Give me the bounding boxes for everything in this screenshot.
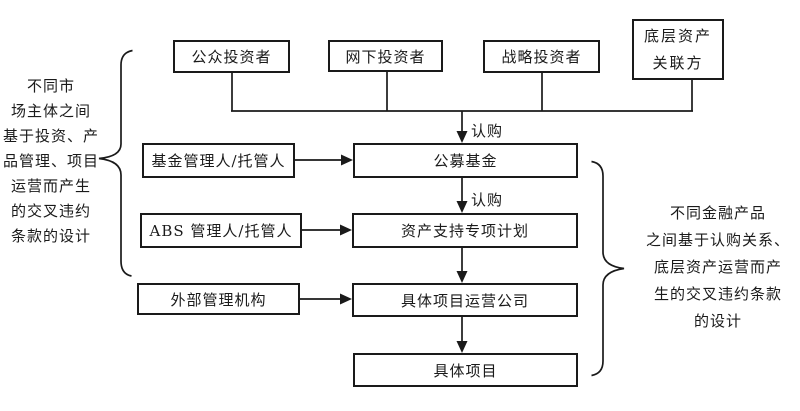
left-note-line: 品管理、项目 [2, 152, 99, 170]
node-external-manager-label: 外部管理机构 [170, 290, 267, 309]
left-brace [98, 49, 133, 277]
arrow-investors-to-fund [456, 111, 468, 143]
node-public-investors-label: 公众投资者 [191, 48, 272, 66]
arrow-fund-to-plan [456, 178, 468, 213]
node-abs-manager-label: ABS 管理人/托管人 [149, 222, 293, 240]
node-public-investors: 公众投资者 [173, 40, 290, 73]
arrow-plan-to-operator [456, 248, 468, 283]
node-external-manager: 外部管理机构 [137, 283, 300, 315]
investor-tree-connector [231, 72, 693, 112]
left-note-line: 基于投资、产 [2, 127, 99, 145]
node-underlying-asset-party-line1: 底层资产 [643, 27, 712, 46]
node-abs-manager: ABS 管理人/托管人 [140, 213, 302, 248]
node-fund-manager: 基金管理人/托管人 [142, 143, 295, 178]
right-brace [591, 160, 625, 377]
arrow-fundmanager-to-fund [295, 154, 353, 166]
left-note-line: 不同市 [26, 77, 75, 95]
node-offline-investors-label: 网下投资者 [345, 47, 426, 66]
node-abs-plan: 资产支持专项计划 [352, 213, 578, 248]
node-underlying-asset-party-line2: 关联方 [652, 53, 704, 72]
node-strategic-investors: 战略投资者 [483, 40, 600, 73]
left-note-line: 场主体之间 [10, 102, 91, 120]
node-strategic-investors-label: 战略投资者 [501, 48, 582, 66]
right-note: 不同金融产品 之间基于认购关系、 底层资产运营而产 生的交叉违约条款 的设计 [640, 200, 796, 335]
arrow-externalmanager-to-operator [300, 293, 352, 305]
label-subscribe-top: 认购 [471, 122, 504, 140]
node-public-fund: 公募基金 [353, 143, 578, 178]
left-note-line: 运营而产生 [10, 177, 91, 195]
node-abs-plan-label: 资产支持专项计划 [400, 222, 529, 240]
node-underlying-asset-party: 底层资产 关联方 [632, 19, 724, 80]
node-project-label: 具体项目 [433, 361, 498, 380]
right-note-line: 底层资产运营而产 [653, 258, 782, 276]
node-project-operator-label: 具体项目运营公司 [400, 291, 529, 310]
right-note-line: 生的交叉违约条款 [653, 285, 782, 303]
node-offline-investors: 网下投资者 [328, 40, 443, 72]
left-note-line: 的交叉违约 [10, 202, 91, 220]
right-note-line: 不同金融产品 [669, 204, 766, 222]
right-note-line: 之间基于认购关系、 [645, 231, 790, 249]
label-subscribe-mid: 认购 [471, 191, 504, 209]
node-fund-manager-label: 基金管理人/托管人 [151, 152, 286, 170]
node-project-operator: 具体项目运营公司 [352, 283, 578, 317]
left-note-line: 条款的设计 [10, 227, 91, 245]
left-note: 不同市 场主体之间 基于投资、产 品管理、项目 运营而产生 的交叉违约 条款的设… [2, 74, 100, 249]
arrow-operator-to-project [456, 317, 468, 353]
node-project: 具体项目 [353, 353, 578, 387]
node-public-fund-label: 公募基金 [433, 152, 498, 170]
arrow-absmanager-to-plan [302, 224, 352, 236]
right-note-line: 的设计 [693, 312, 742, 330]
